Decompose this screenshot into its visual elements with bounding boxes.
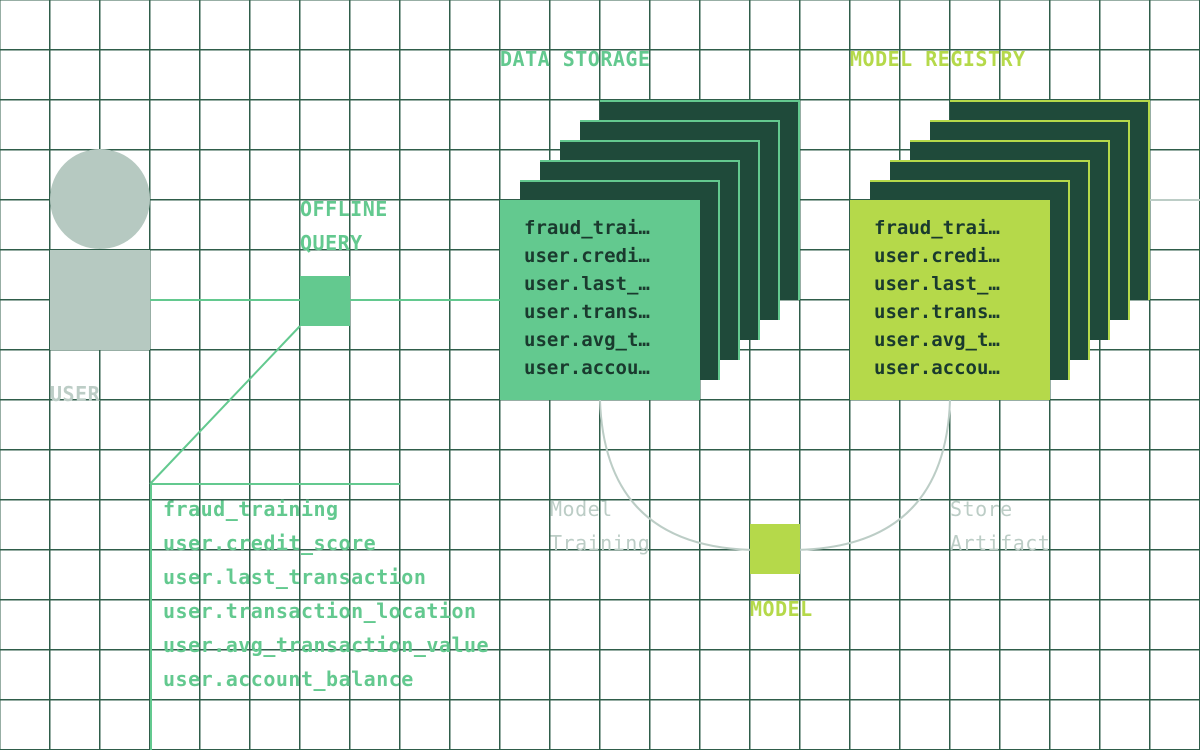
feature-item: user.last_transaction [163, 565, 427, 589]
model-training-line2: Training [550, 531, 651, 555]
store-artifact-line2: Artifact [950, 531, 1051, 555]
model-registry-item: user.credi… [874, 245, 1000, 267]
data-storage-item: user.avg_t… [524, 329, 650, 351]
model-training-line1: Model [550, 497, 613, 521]
model-registry-item: user.accou… [874, 357, 1000, 379]
feature-item: user.avg_transaction_value [163, 633, 490, 657]
model-label: MODEL [750, 597, 813, 621]
feature-item: user.transaction_location [163, 599, 477, 623]
user-avatar-head [50, 149, 150, 249]
data-storage-title: DATA STORAGE [500, 47, 651, 71]
feature-list: fraud_training user.credit_score user.la… [163, 492, 489, 696]
store-artifact-label: Store Artifact [950, 492, 1050, 560]
store-artifact-line1: Store [950, 497, 1013, 521]
model-registry-item: user.avg_t… [874, 329, 1000, 351]
data-storage-item: user.last_… [524, 273, 650, 295]
model-registry-item: user.last_… [874, 273, 1000, 295]
feature-item: user.credit_score [163, 531, 377, 555]
query-to-features-line [149, 325, 301, 485]
model-registry-item: fraud_trai… [874, 217, 1000, 239]
data-storage-card: fraud_trai… user.credi… user.last_… user… [500, 200, 700, 400]
user-label: USER [50, 382, 101, 406]
offline-query-line1: OFFLINE [300, 197, 388, 221]
offline-query-line2: QUERY [300, 231, 363, 255]
user-avatar-body [50, 250, 150, 350]
feature-item: fraud_training [163, 497, 339, 521]
model-registry-title: MODEL REGISTRY [850, 47, 1026, 71]
offline-query-node [300, 276, 350, 326]
data-storage-item: fraud_trai… [524, 217, 650, 239]
feature-panel [150, 483, 400, 750]
model-registry-item: user.trans… [874, 301, 1000, 323]
data-storage-item: user.credi… [524, 245, 650, 267]
feature-item: user.account_balance [163, 667, 414, 691]
model-node [750, 524, 800, 574]
data-storage-item: user.accou… [524, 357, 650, 379]
offline-query-label: OFFLINE QUERY [300, 192, 388, 260]
model-registry-card: fraud_trai… user.credi… user.last_… user… [850, 200, 1050, 400]
model-training-label: Model Training [550, 492, 650, 560]
data-storage-item: user.trans… [524, 301, 650, 323]
